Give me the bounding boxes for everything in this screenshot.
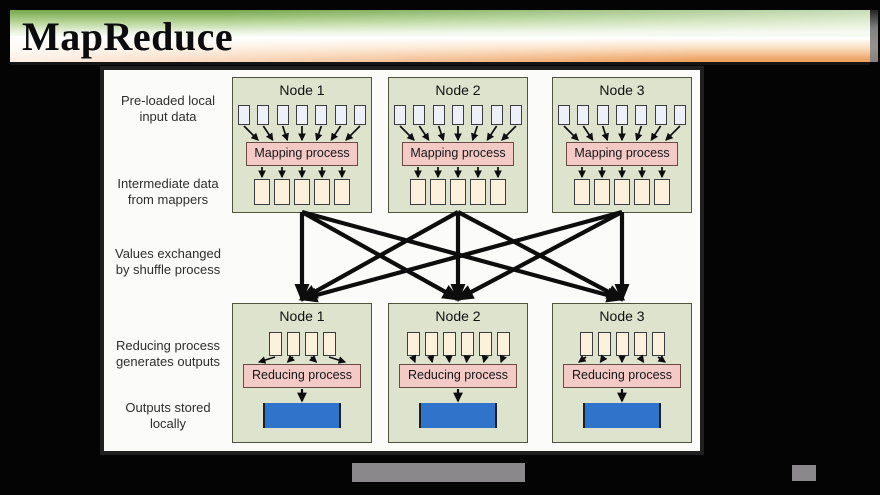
data-block — [276, 105, 289, 125]
node-title: Node 1 — [279, 308, 325, 324]
mapping-process-box: Mapping process — [246, 142, 358, 166]
node-title: Node 2 — [435, 308, 481, 324]
banner-right-cap — [870, 10, 878, 62]
data-block — [615, 332, 629, 356]
data-block — [490, 179, 506, 205]
data-block — [471, 105, 484, 125]
data-block — [430, 179, 446, 205]
data-block — [424, 332, 438, 356]
data-block — [268, 332, 282, 356]
input-box-row — [389, 105, 527, 125]
data-block — [394, 105, 406, 125]
row-label-intermediate-data: Intermediate data from mappers — [117, 176, 219, 207]
row-label-shuffle: Values exchanged by shuffle process — [114, 246, 221, 277]
data-block — [654, 105, 667, 125]
data-block — [274, 179, 290, 205]
data-block — [334, 179, 350, 205]
data-block — [597, 332, 611, 356]
data-block — [238, 105, 250, 125]
data-block — [334, 105, 347, 125]
mapping-process-box: Mapping process — [402, 142, 514, 166]
data-block — [490, 105, 503, 125]
node-title: Node 1 — [279, 82, 325, 98]
reduce-node-1: Node 1 Reducing process — [232, 303, 372, 443]
data-block — [496, 332, 510, 356]
data-block — [577, 105, 590, 125]
reducing-process-box: Reducing process — [243, 364, 361, 388]
data-block — [509, 105, 522, 125]
intermediate-box-row — [553, 179, 691, 205]
node-title: Node 2 — [435, 82, 481, 98]
data-block — [451, 105, 464, 125]
intermediate-box-row — [233, 179, 371, 205]
data-block — [442, 332, 456, 356]
footer-redacted-bar — [352, 463, 525, 482]
data-block — [304, 332, 318, 356]
data-block — [635, 105, 648, 125]
data-block — [596, 105, 609, 125]
reducing-process-box: Reducing process — [399, 364, 517, 388]
map-node-3: Node 3 Mapping process — [552, 77, 692, 213]
output-block — [583, 403, 661, 428]
data-block — [634, 179, 650, 205]
data-block — [254, 179, 270, 205]
data-block — [594, 179, 610, 205]
footer-page-badge — [792, 465, 816, 481]
input-box-row — [233, 105, 371, 125]
reducer-input-box-row — [553, 332, 691, 356]
data-block — [614, 179, 630, 205]
data-block — [410, 179, 426, 205]
data-block — [673, 105, 686, 125]
row-label-input-data: Pre-loaded local input data — [121, 93, 215, 124]
data-block — [413, 105, 426, 125]
reducer-input-box-row — [389, 332, 527, 356]
data-block — [432, 105, 445, 125]
data-block — [478, 332, 492, 356]
output-block — [419, 403, 497, 428]
output-block — [263, 403, 341, 428]
data-block — [314, 179, 330, 205]
data-block — [257, 105, 270, 125]
node-title: Node 3 — [599, 82, 645, 98]
data-block — [286, 332, 300, 356]
row-label-reducing: Reducing process generates outputs — [115, 338, 221, 369]
node-title: Node 3 — [599, 308, 645, 324]
data-block — [353, 105, 366, 125]
input-box-row — [553, 105, 691, 125]
map-node-1: Node 1 Mapping process — [232, 77, 372, 213]
data-block — [295, 105, 308, 125]
data-block — [315, 105, 328, 125]
data-block — [654, 179, 670, 205]
data-block — [322, 332, 336, 356]
data-block — [633, 332, 647, 356]
data-block — [574, 179, 590, 205]
reduce-node-2: Node 2 Reducing process — [388, 303, 528, 443]
data-block — [460, 332, 474, 356]
data-block — [450, 179, 466, 205]
mapping-process-box: Mapping process — [566, 142, 678, 166]
slide-header-banner: MapReduce — [10, 10, 870, 65]
intermediate-box-row — [389, 179, 527, 205]
reducing-process-box: Reducing process — [563, 364, 681, 388]
data-block — [651, 332, 665, 356]
data-block — [470, 179, 486, 205]
map-node-2: Node 2 Mapping process — [388, 77, 528, 213]
row-label-outputs: Outputs stored locally — [125, 400, 211, 431]
data-block — [615, 105, 628, 125]
reducer-input-box-row — [233, 332, 371, 356]
data-block — [294, 179, 310, 205]
data-block — [406, 332, 420, 356]
reduce-node-3: Node 3 Reducing process — [552, 303, 692, 443]
data-block — [579, 332, 593, 356]
data-block — [558, 105, 570, 125]
slide-title: MapReduce — [22, 14, 234, 59]
